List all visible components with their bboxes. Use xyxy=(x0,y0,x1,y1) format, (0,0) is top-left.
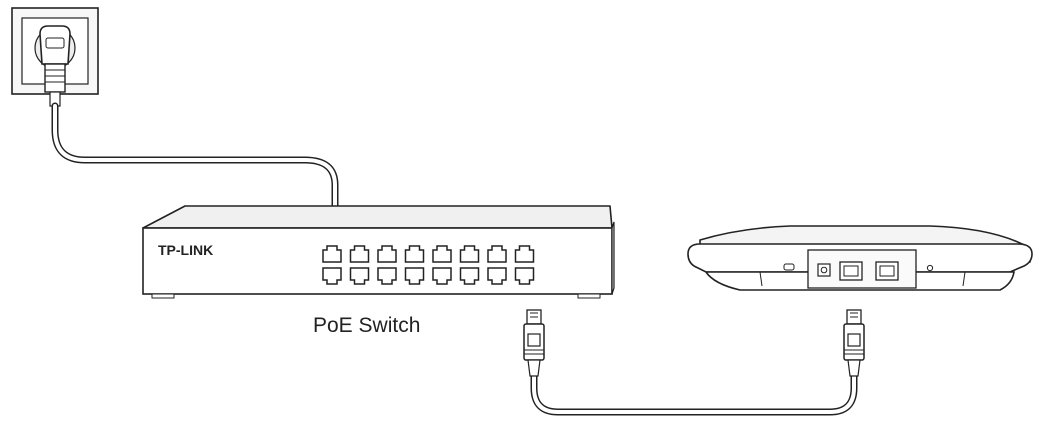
switch-brand-logo: TP-LINK xyxy=(158,242,213,258)
ethernet-cable xyxy=(530,371,858,416)
power-plug xyxy=(39,25,71,107)
ceiling-access-point xyxy=(687,225,1033,291)
reset-hole-icon xyxy=(926,264,934,272)
switch-port xyxy=(459,245,480,263)
switch-port-grid xyxy=(322,245,535,285)
switch-port xyxy=(377,245,397,263)
lock-slot-icon xyxy=(783,263,795,271)
power-cable xyxy=(51,102,339,210)
switch-port xyxy=(487,267,507,285)
switch-port xyxy=(514,267,535,285)
switch-port xyxy=(432,245,452,263)
switch-port xyxy=(349,245,370,263)
switch-port xyxy=(487,245,507,263)
switch-port xyxy=(404,245,425,263)
switch-caption: PoE Switch xyxy=(313,314,420,337)
poe-switch: TP-LINK xyxy=(142,205,615,299)
rj45-connector-left xyxy=(523,309,545,377)
switch-port xyxy=(322,245,342,263)
switch-port xyxy=(322,267,342,285)
switch-port xyxy=(377,267,397,285)
switch-port xyxy=(349,267,370,285)
switch-port xyxy=(514,245,535,263)
rj45-connector-right xyxy=(843,309,865,377)
switch-port xyxy=(404,267,425,285)
switch-port xyxy=(459,267,480,285)
switch-port xyxy=(432,267,452,285)
